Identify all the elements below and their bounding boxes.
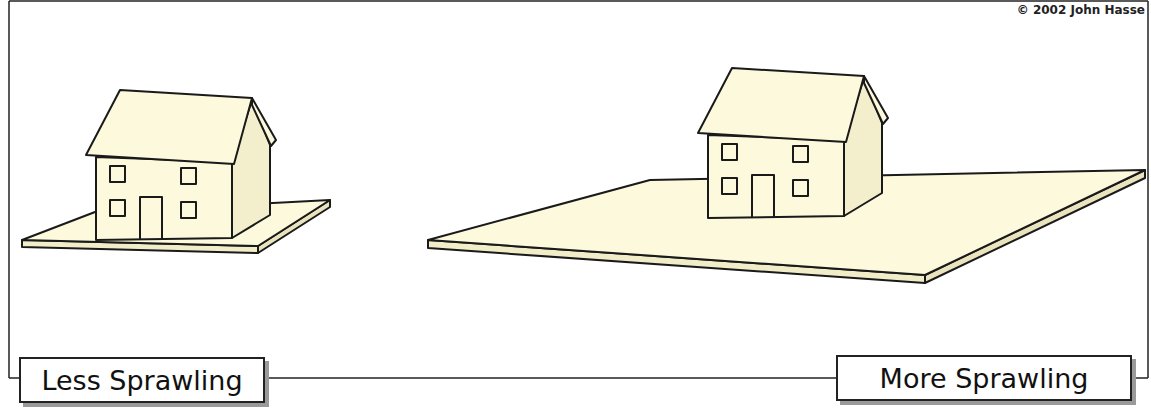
house-window: [110, 200, 125, 216]
house-window: [181, 202, 196, 218]
box-label: More Sprawling: [880, 363, 1089, 394]
frame-line: [1147, 1, 1149, 378]
frame-line: [8, 1, 10, 378]
house-door: [752, 175, 774, 218]
house-roof: [698, 68, 864, 142]
house-door: [140, 197, 162, 240]
box-label: Less Sprawling: [41, 365, 242, 396]
house-window: [181, 168, 196, 184]
house-roof-edge: [252, 98, 276, 146]
frame-line: [9, 0, 1148, 2]
house-window: [793, 146, 808, 162]
label-box: More Sprawling: [836, 355, 1132, 401]
house-front-wall: [708, 135, 844, 218]
house-window: [110, 166, 125, 182]
house-window: [722, 178, 737, 194]
house: [698, 68, 888, 218]
house-roof-edge: [864, 76, 888, 124]
house-window: [793, 180, 808, 196]
house-front-wall: [96, 157, 232, 240]
copyright-note: © 2002 John Hasse: [1017, 3, 1145, 17]
house-roof: [86, 90, 252, 164]
label-box: Less Sprawling: [19, 357, 265, 403]
house: [86, 90, 276, 240]
house-window: [722, 144, 737, 160]
frame: [9, 1, 1148, 378]
